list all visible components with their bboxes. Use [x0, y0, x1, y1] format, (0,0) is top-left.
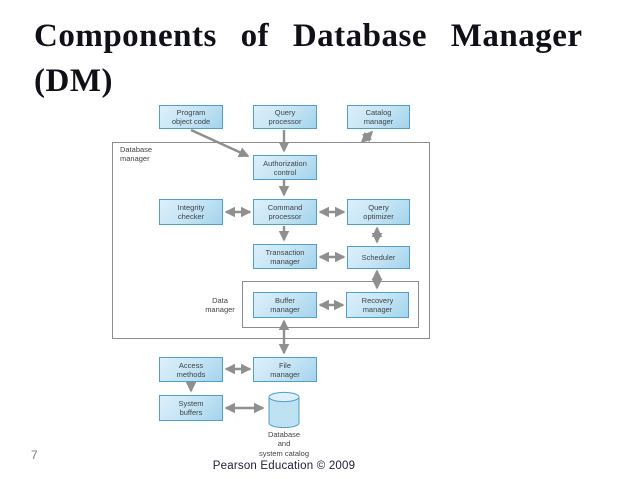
box-authorization-control: Authorization control: [253, 155, 317, 180]
database-manager-container: [112, 142, 430, 339]
box-query-processor: Query processor: [253, 105, 317, 129]
box-scheduler: Scheduler: [347, 246, 410, 269]
box-query-optimizer: Query optimizer: [347, 199, 410, 225]
database-manager-label: Database manager: [120, 145, 153, 164]
slide-title: Components of Database Manager (DM): [34, 14, 612, 104]
box-recovery-manager: Recovery manager: [346, 292, 409, 318]
slide-title-line2: (DM): [34, 63, 113, 99]
box-system-buffers: System buffers: [159, 395, 223, 421]
box-integrity-checker: Integrity checker: [159, 199, 223, 225]
footer-copyright: Pearson Education © 2009: [212, 460, 356, 472]
data-manager-label: Data manager: [205, 296, 235, 315]
box-transaction-manager: Transaction manager: [253, 244, 317, 269]
slide-title-line1: Components of Database Manager: [34, 18, 583, 54]
data-manager-container: [242, 281, 419, 328]
database-cylinder-icon: [268, 391, 300, 429]
box-command-processor: Command processor: [253, 199, 317, 225]
box-catalog-manager: Catalog manager: [347, 105, 410, 129]
database-system-catalog-label: Database and system catalog: [258, 430, 310, 458]
page-number: 7: [31, 448, 38, 462]
arrow-catalog-dbmanager: [360, 130, 374, 144]
box-file-manager: File manager: [253, 357, 317, 382]
box-buffer-manager: Buffer manager: [253, 292, 317, 318]
box-program-object-code: Program object code: [159, 105, 223, 129]
box-access-methods: Access methods: [159, 357, 223, 382]
